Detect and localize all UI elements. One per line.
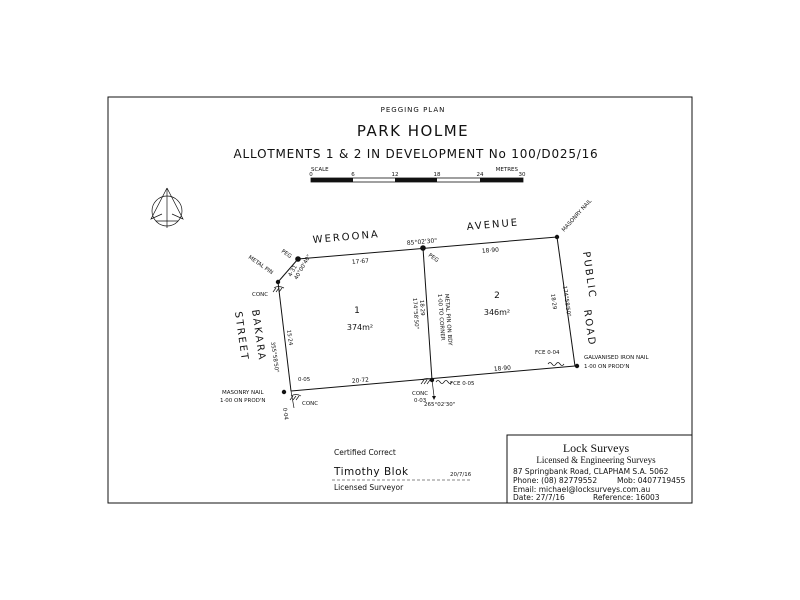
scale-tick-3: 18 bbox=[434, 172, 441, 178]
cert-heading: Certified Correct bbox=[334, 448, 396, 457]
firm-phone: Phone: (08) 82779552 bbox=[513, 476, 597, 485]
firm-mobile: Mob: 0407719455 bbox=[617, 476, 686, 485]
bearing-west: 355°58'50" bbox=[269, 341, 279, 373]
scale-seg-3 bbox=[395, 178, 437, 182]
north-arrow-icon bbox=[150, 187, 184, 228]
sw-prod-line bbox=[290, 390, 295, 409]
conc-hatch-sw bbox=[289, 394, 302, 401]
peg-nw-marker bbox=[295, 256, 301, 262]
label-metal-pin: METAL PIN bbox=[247, 255, 274, 276]
surveyor-signature-name: Timothy Blok bbox=[333, 466, 409, 478]
label-fce-east: FCE 0·04 bbox=[535, 350, 560, 356]
bearing-south-corner: 265°02'30" bbox=[424, 402, 455, 408]
bearing-east: 174°58'50" bbox=[561, 285, 571, 317]
label-metal-pin-bdy-2: 1·00 TO CORNER bbox=[436, 294, 445, 341]
cert-role: Licensed Surveyor bbox=[334, 483, 404, 492]
bdy-arrow bbox=[432, 396, 436, 400]
lot-2-number: 2 bbox=[494, 291, 500, 301]
galvanised-nail-marker bbox=[574, 363, 580, 369]
dist-south-lot2: 18·90 bbox=[494, 365, 512, 373]
dist-sw-offset: 0·05 bbox=[298, 377, 311, 383]
masonry-nail-ne-marker bbox=[554, 234, 560, 240]
firm-box bbox=[506, 434, 693, 504]
lot-1-area: 374m² bbox=[347, 323, 373, 332]
street-bakara: BAKARA bbox=[249, 309, 267, 362]
conc-hatch-mid bbox=[420, 378, 433, 385]
plan-name: PARK HOLME bbox=[357, 122, 469, 140]
firm-title-block: Lock Surveys Licensed & Engineering Surv… bbox=[506, 434, 693, 504]
dist-sw-bottom: 0·04 bbox=[281, 407, 289, 420]
label-fce-mid: FCE 0·05 bbox=[450, 381, 475, 387]
plan-heading: PEGGING PLAN bbox=[381, 106, 446, 114]
bearing-avenue-corner: 85°02'30" bbox=[407, 237, 438, 247]
bdy-leader-1 bbox=[431, 379, 435, 397]
label-conc-sw: CONC bbox=[302, 401, 318, 407]
firm-address: 87 Springbank Road, CLAPHAM S.A. 5062 bbox=[513, 467, 669, 476]
firm-email: Email: michael@locksurveys.com.au bbox=[513, 485, 650, 494]
street-street: STREET bbox=[232, 311, 250, 362]
firm-subtitle: Licensed & Engineering Surveys bbox=[536, 455, 656, 465]
scale-seg-5 bbox=[480, 178, 523, 182]
conc-hatch-nw bbox=[272, 286, 285, 293]
plan-subtitle: ALLOTMENTS 1 & 2 IN DEVELOPMENT No 100/D… bbox=[234, 147, 599, 161]
scale-tick-2: 12 bbox=[392, 172, 399, 178]
west-offset-dist: 4·31 bbox=[288, 264, 299, 278]
boundary-lines bbox=[277, 236, 576, 409]
label-masonry-nail-sw: MASONRY NAIL bbox=[222, 390, 265, 396]
dist-mid: 18·29 bbox=[418, 300, 425, 317]
label-conc-mid: CONC bbox=[412, 391, 428, 397]
nw-offset-line bbox=[277, 258, 299, 283]
mid-boundary bbox=[422, 247, 433, 381]
label-metal-pin-bdy: METAL PIN ON BDY bbox=[443, 294, 453, 347]
masonry-nail-sw-marker bbox=[281, 389, 287, 395]
lot-1-number: 1 bbox=[354, 306, 360, 316]
fence-symbol-east bbox=[547, 362, 565, 366]
fence-symbol-mid bbox=[435, 380, 453, 384]
dist-north-lot2: 18·90 bbox=[482, 247, 500, 255]
scale-tick-5: 30 bbox=[519, 172, 526, 178]
certification-block: Certified Correct Timothy Blok 20/7/16 L… bbox=[332, 448, 472, 492]
label-galv-nail-2: 1·00 ON PROD'N bbox=[584, 364, 630, 370]
label-masonry-nail-ne: MASONRY NAIL bbox=[561, 198, 594, 234]
peg-mid-marker bbox=[420, 245, 426, 251]
dist-south-lot1: 20·72 bbox=[352, 377, 370, 385]
dist-west: 15·24 bbox=[285, 329, 293, 346]
firm-name: Lock Surveys bbox=[563, 441, 630, 455]
sheet-border bbox=[107, 96, 693, 504]
east-boundary bbox=[556, 236, 576, 367]
label-masonry-nail-sw-2: 1·00 ON PROD'N bbox=[220, 398, 266, 404]
scale-tick-0: 0 bbox=[309, 172, 313, 178]
dist-north-lot1: 17·67 bbox=[352, 258, 370, 266]
street-road: ROAD bbox=[581, 309, 597, 347]
metal-pin-nw-marker bbox=[275, 279, 281, 285]
scale-bar: SCALE METRES 0 6 12 18 24 30 bbox=[309, 167, 526, 183]
label-conc-nw: CONC bbox=[252, 292, 268, 298]
scale-label: SCALE bbox=[311, 167, 329, 173]
scale-tick-4: 24 bbox=[477, 172, 484, 178]
west-boundary bbox=[277, 281, 292, 392]
north-boundary bbox=[297, 236, 558, 260]
street-public: PUBLIC bbox=[580, 251, 598, 300]
lot-2-area: 346m² bbox=[484, 308, 510, 317]
firm-date: Date: 27/7/16 bbox=[513, 493, 565, 502]
label-conc-mid-val: 0·03 bbox=[414, 398, 427, 404]
label-peg-nw: PEG bbox=[280, 249, 293, 260]
dist-east: 18·29 bbox=[549, 293, 557, 310]
scale-seg-1 bbox=[311, 178, 353, 182]
label-galv-nail: GALVANISED IRON NAIL bbox=[584, 355, 649, 361]
street-avenue: AVENUE bbox=[466, 217, 519, 233]
cert-date: 20/7/16 bbox=[450, 472, 472, 478]
label-peg-mid: PEG bbox=[427, 253, 440, 264]
bearing-mid: 174°58'50" bbox=[411, 298, 419, 330]
scale-tick-1: 6 bbox=[351, 172, 355, 178]
street-weroona: WEROONA bbox=[312, 229, 380, 246]
firm-reference: Reference: 16003 bbox=[593, 493, 660, 502]
scale-units: METRES bbox=[496, 167, 519, 173]
